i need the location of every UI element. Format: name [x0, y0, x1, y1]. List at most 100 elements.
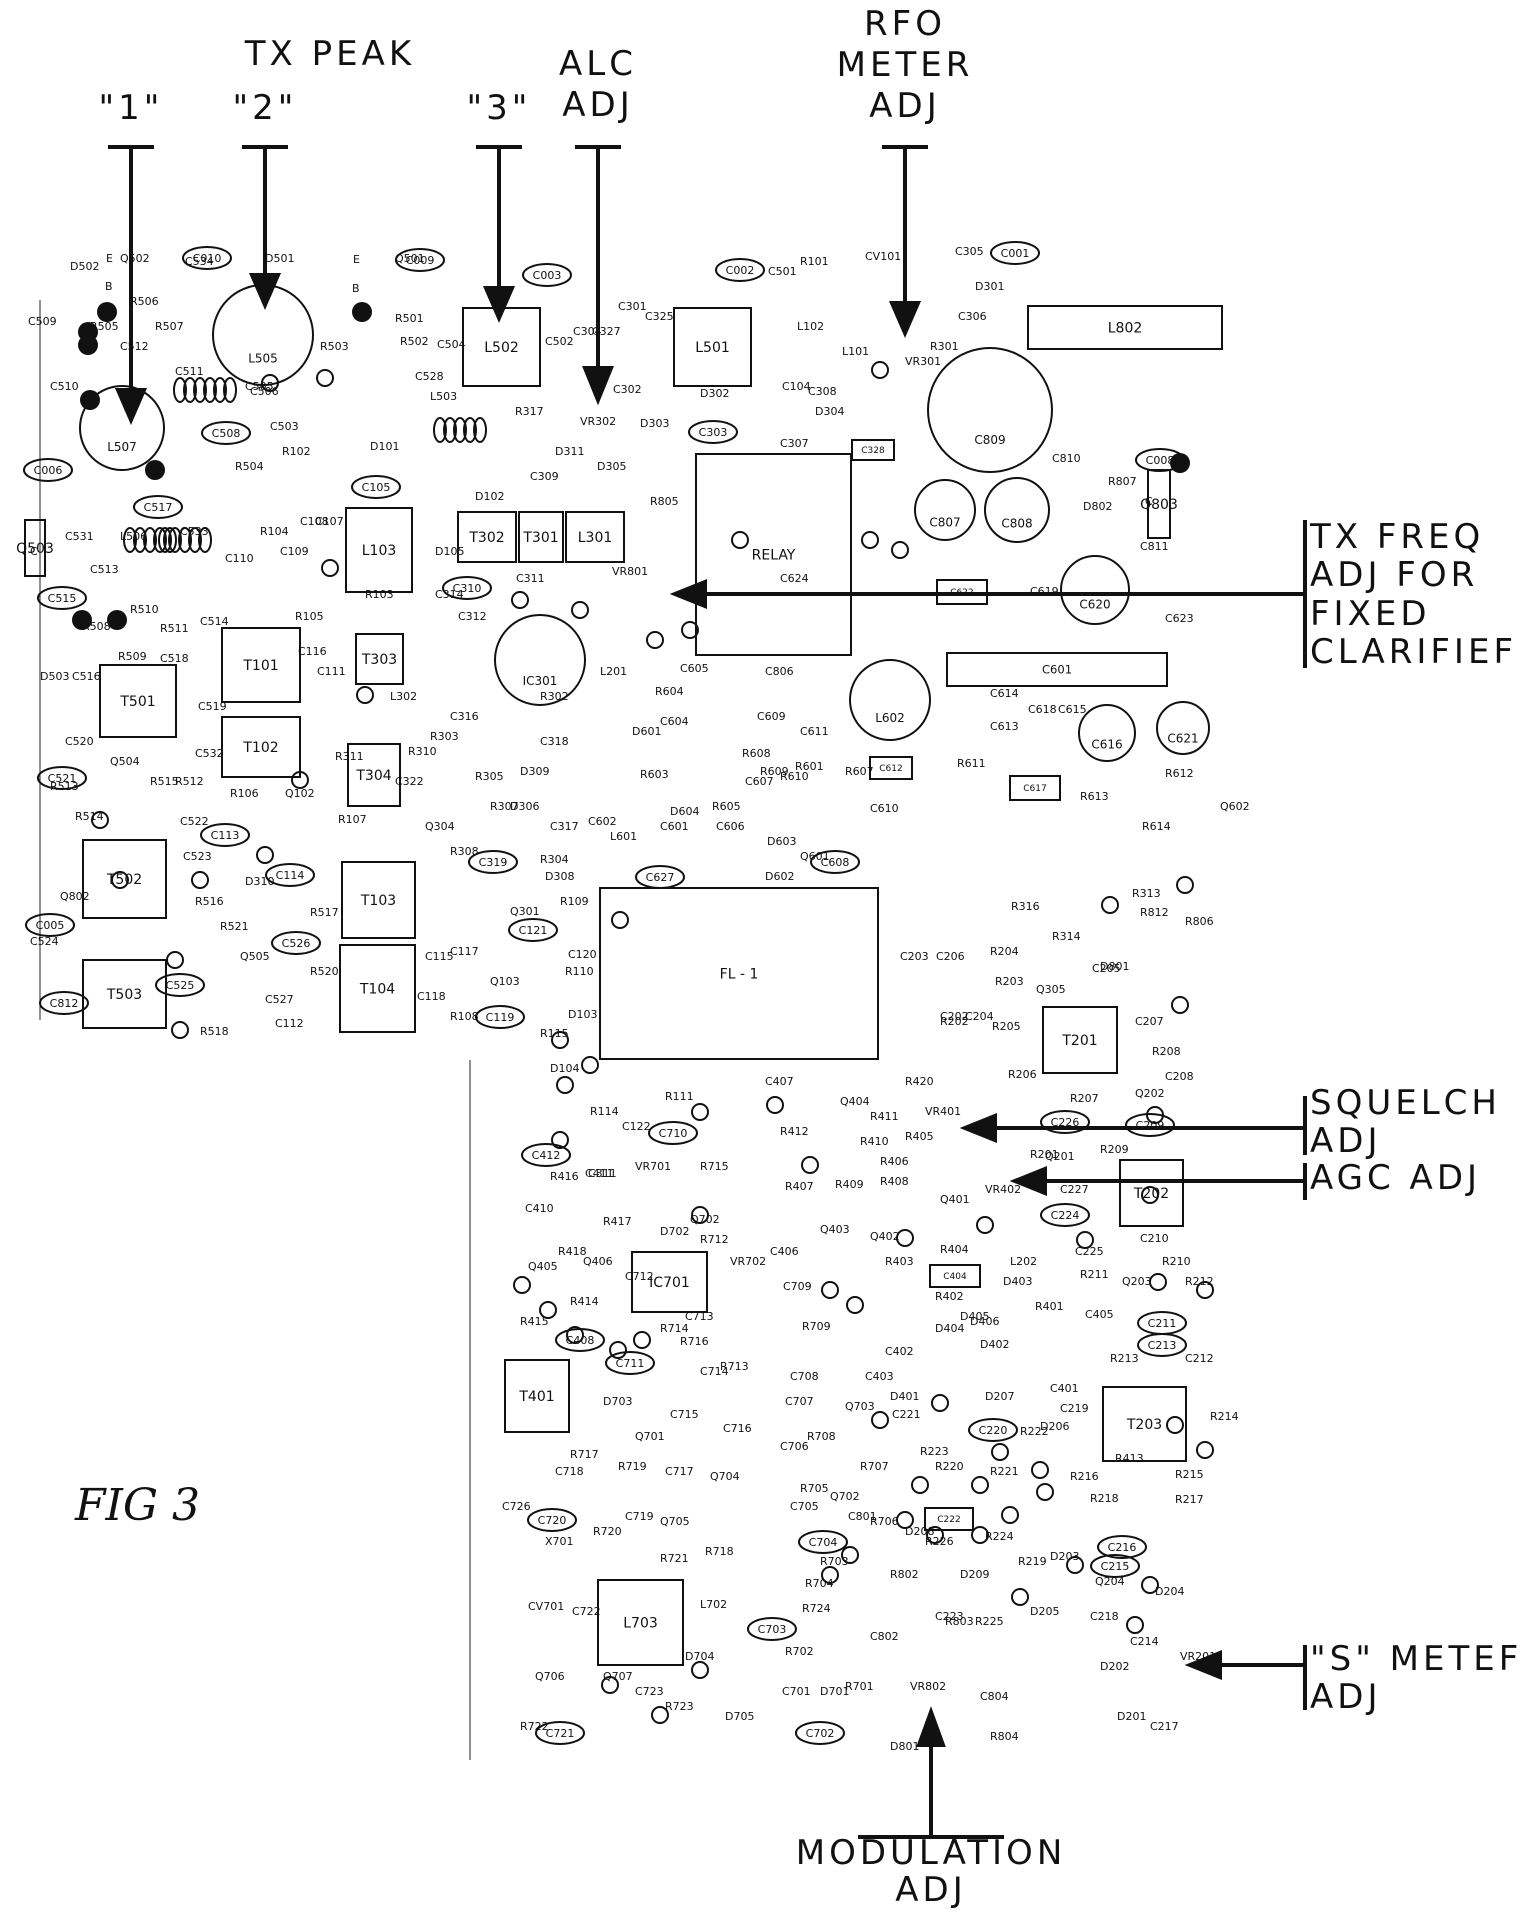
block-t104: T104 — [339, 944, 416, 1033]
part-label-d202: D202 — [1100, 1660, 1129, 1673]
part-label-c305: C305 — [955, 245, 984, 258]
block-label: L301 — [578, 530, 613, 546]
oval-c005: C005 — [25, 913, 75, 937]
part-label-r510: R510 — [130, 603, 159, 616]
part-label-c723: C723 — [635, 1685, 664, 1698]
part-label-r507: R507 — [155, 320, 184, 333]
part-label-c223: C223 — [935, 1610, 964, 1623]
solder-pad — [1066, 1556, 1084, 1574]
callout-1-arrow — [114, 388, 148, 426]
part-label-r104: R104 — [260, 525, 289, 538]
part-label-c708: C708 — [790, 1370, 819, 1383]
part-label-c227: C227 — [1060, 1183, 1089, 1196]
oval-outline — [1040, 1203, 1090, 1227]
oval-c226: C226 — [1040, 1110, 1090, 1134]
squelch-adj-label: SQUELCH ADJ — [1310, 1084, 1501, 1161]
part-label-d402: D402 — [980, 1338, 1009, 1351]
part-label-r614: R614 — [1142, 820, 1171, 833]
part-label-r305: R305 — [475, 770, 504, 783]
oval-label: C310 — [453, 582, 482, 595]
oval-outline — [23, 458, 73, 482]
part-label-r302: R302 — [540, 690, 569, 703]
tx-peak-1-label: "1" — [98, 88, 164, 128]
block-t203: T203 — [1102, 1386, 1187, 1462]
part-label-r311: R311 — [335, 750, 364, 763]
part-label-cv701: CV701 — [528, 1600, 564, 1613]
part-label-c524: C524 — [30, 935, 59, 948]
part-label-r803: R803 — [945, 1615, 974, 1628]
part-label-d103: D103 — [568, 1008, 597, 1021]
part-label-c623: C623 — [1165, 612, 1194, 625]
part-label-c609: C609 — [757, 710, 786, 723]
block-label: FL - 1 — [720, 966, 759, 982]
solder-pad — [821, 1566, 839, 1584]
coil-turn — [203, 377, 217, 403]
part-label-r724: R724 — [802, 1602, 831, 1615]
part-label-c607: C607 — [745, 775, 774, 788]
block-label: C404 — [943, 1272, 967, 1282]
part-label-q305: Q305 — [1036, 983, 1066, 996]
part-label-r513: R513 — [50, 780, 79, 793]
oval-outline — [747, 1617, 797, 1641]
part-label-c312: C312 — [458, 610, 487, 623]
solder-pad — [111, 871, 129, 889]
block-t102: T102 — [221, 716, 301, 778]
part-label-q201: Q201 — [1045, 1150, 1075, 1163]
part-label-r402: R402 — [935, 1290, 964, 1303]
part-label-q707: Q707 — [603, 1670, 633, 1683]
part-label-c514: C514 — [200, 615, 229, 628]
oval-c009: C009 — [395, 248, 445, 272]
block-l301: L301 — [565, 511, 625, 563]
oval-c812: C812 — [39, 991, 89, 1015]
part-label-r802: R802 — [890, 1568, 919, 1581]
block-outline — [695, 453, 852, 656]
oval-label: C226 — [1051, 1116, 1080, 1129]
part-label-c604: C604 — [660, 715, 689, 728]
part-label-r301: R301 — [930, 340, 959, 353]
block-relay: RELAY — [695, 453, 852, 656]
part-label-d501: D501 — [265, 252, 294, 265]
part-label-c316: C316 — [450, 710, 479, 723]
part-label-c206: C206 — [936, 950, 965, 963]
part-label-c318: C318 — [540, 735, 569, 748]
part-label-q405: Q405 — [528, 1260, 558, 1273]
part-label-c601s: C601 — [660, 820, 689, 833]
part-label-q602: Q602 — [1220, 800, 1250, 813]
solder-pad — [1031, 1461, 1049, 1479]
oval-label: C001 — [1001, 247, 1030, 260]
part-label-r203: R203 — [995, 975, 1024, 988]
oval-c310: C310 — [442, 576, 492, 600]
block-label: T103 — [360, 893, 396, 909]
oval-c003: C003 — [522, 263, 572, 287]
part-label-d310: D310 — [245, 875, 274, 888]
solder-pad — [846, 1296, 864, 1314]
part-label-c801: C801 — [848, 1510, 877, 1523]
part-label-c528: C528 — [415, 370, 444, 383]
block-label: L103 — [362, 543, 397, 559]
part-label-q802: Q802 — [60, 890, 90, 903]
part-label-r211: R211 — [1080, 1268, 1109, 1281]
part-label-r806: R806 — [1185, 915, 1214, 928]
block-outline — [673, 307, 752, 387]
oval-label: C515 — [48, 592, 77, 605]
part-label-c218: C218 — [1090, 1610, 1119, 1623]
part-label-c301: C301 — [618, 300, 647, 313]
modulation-line2: ADJ — [895, 1870, 967, 1911]
solder-pad — [691, 1661, 709, 1679]
oval-outline — [39, 991, 89, 1015]
part-label-r706: R706 — [870, 1515, 899, 1528]
part-label-r417: R417 — [603, 1215, 632, 1228]
alc-adj-label: ALC ADJ — [559, 44, 637, 126]
part-label-d702: D702 — [660, 1225, 689, 1238]
part-label-d203: D203 — [1050, 1550, 1079, 1563]
solder-pad — [861, 531, 879, 549]
solder-pad — [539, 1301, 557, 1319]
part-label-b: B — [105, 280, 113, 293]
part-label-c602: C602 — [588, 815, 617, 828]
part-label-q102: Q102 — [285, 787, 315, 800]
part-label-r702: R702 — [785, 1645, 814, 1658]
block-outline — [869, 756, 913, 780]
part-label-vr402: VR402 — [985, 1183, 1021, 1196]
coil-turn — [133, 527, 147, 553]
block-outline — [345, 507, 413, 593]
